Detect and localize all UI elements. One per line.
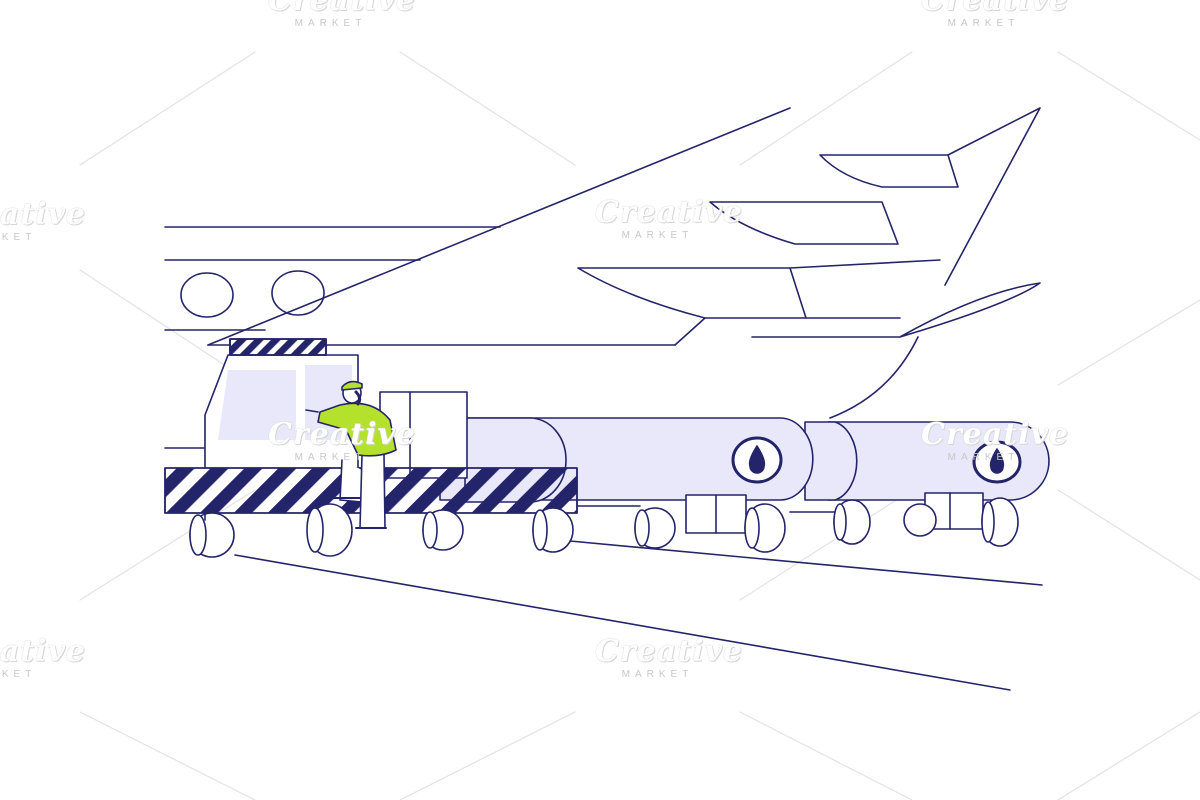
airplane-fuselage bbox=[164, 226, 501, 449]
fuselage-window bbox=[180, 272, 234, 318]
fuselage-window bbox=[271, 270, 325, 316]
fuel-drop-icon bbox=[731, 436, 783, 484]
trailer-wheels bbox=[577, 492, 1019, 553]
truck-wheels bbox=[189, 503, 574, 558]
ground-lines bbox=[234, 540, 1043, 691]
worker-cap bbox=[341, 380, 363, 391]
airplane-tail bbox=[207, 107, 1041, 419]
worker-jacket bbox=[317, 402, 397, 457]
fuel-drop-icon bbox=[972, 440, 1022, 484]
worker bbox=[305, 380, 397, 529]
background-lines bbox=[79, 51, 1200, 800]
